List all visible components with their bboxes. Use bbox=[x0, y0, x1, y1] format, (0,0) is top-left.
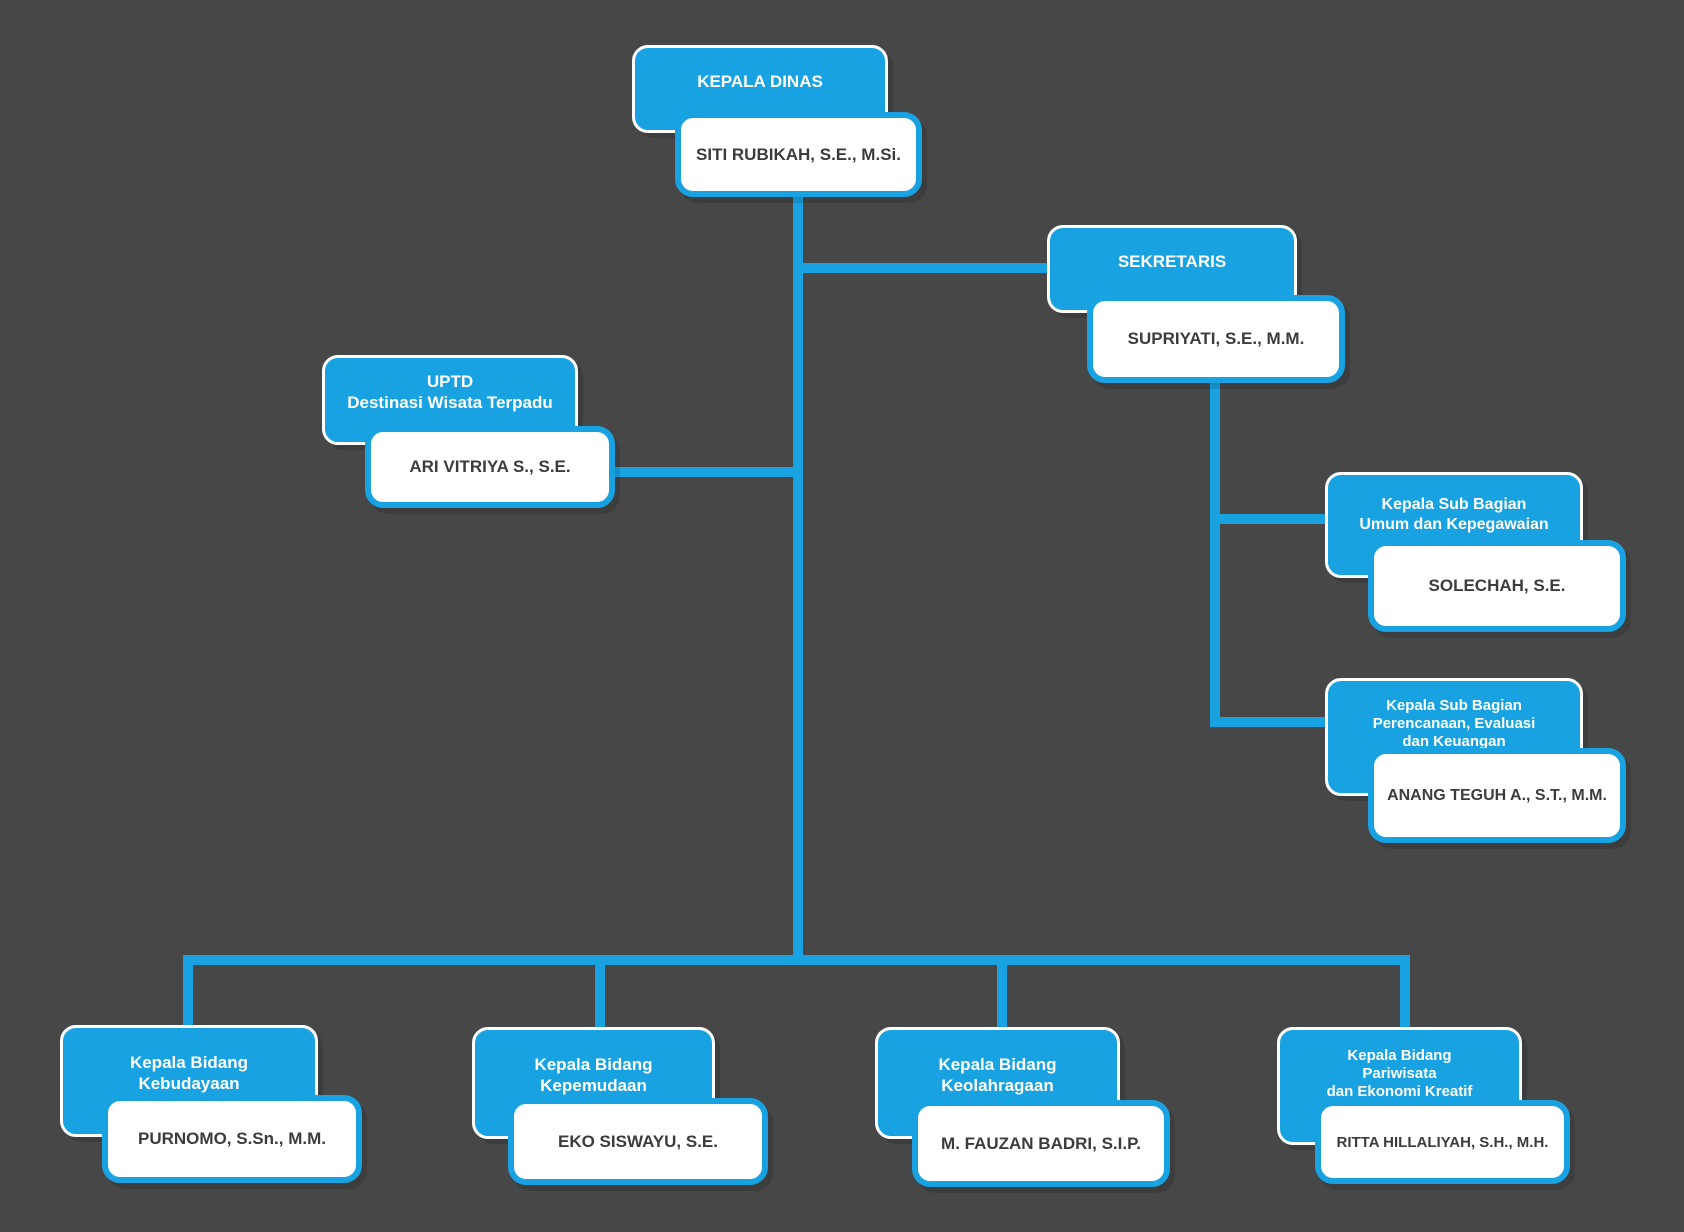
name-bidang-keolahragaan: M. FAUZAN BADRI, S.I.P. bbox=[941, 1133, 1141, 1153]
connector-bottom-bar bbox=[183, 955, 1410, 965]
title-bidang-kebudayaan: Kepala Bidang Kebudayaan bbox=[129, 1053, 249, 1093]
title-uptd: UPTD Destinasi Wisata Terpadu bbox=[347, 372, 553, 412]
connector-to-perencanaan bbox=[1215, 717, 1325, 727]
name-box-sub-bagian-umum: SOLECHAH, S.E. bbox=[1368, 540, 1626, 632]
name-sub-bagian-umum: SOLECHAH, S.E. bbox=[1428, 576, 1566, 595]
connector-to-sekretaris bbox=[798, 263, 1047, 273]
name-bidang-pariwisata: RITTA HILLALIYAH, S.H., M.H. bbox=[1336, 1133, 1549, 1151]
name-box-bidang-keolahragaan: M. FAUZAN BADRI, S.I.P. bbox=[912, 1100, 1170, 1187]
name-box-bidang-pariwisata: RITTA HILLALIYAH, S.H., M.H. bbox=[1315, 1100, 1570, 1184]
connector-drop-kepemudaan bbox=[595, 960, 605, 1032]
name-bidang-kebudayaan: PURNOMO, S.Sn., M.M. bbox=[138, 1129, 326, 1148]
title-bidang-keolahragaan: Kepala Bidang Keolahragaan bbox=[938, 1055, 1057, 1095]
name-sub-bagian-perencanaan: ANANG TEGUH A., S.T., M.M. bbox=[1387, 786, 1607, 804]
title-box-sekretaris: SEKRETARIS bbox=[1047, 225, 1297, 313]
connector-drop-keolahragaan bbox=[997, 960, 1007, 1032]
name-box-bidang-kepemudaan: EKO SISWAYU, S.E. bbox=[508, 1098, 768, 1185]
title-sub-bagian-perencanaan: Kepala Sub Bagian Perencanaan, Evaluasi … bbox=[1372, 696, 1536, 751]
name-box-sub-bagian-perencanaan: ANANG TEGUH A., S.T., M.M. bbox=[1368, 748, 1626, 843]
name-kepala-dinas: SITI RUBIKAH, S.E., M.Si. bbox=[696, 144, 901, 164]
title-sekretaris: SEKRETARIS bbox=[1117, 251, 1227, 271]
connector-to-uptd bbox=[610, 467, 798, 477]
connector-to-umum bbox=[1215, 514, 1325, 524]
title-bidang-kepemudaan: Kepala Bidang Kepemudaan bbox=[534, 1055, 653, 1095]
connector-drop-pariwisata bbox=[1400, 960, 1410, 1032]
name-sekretaris: SUPRIYATI, S.E., M.M. bbox=[1127, 329, 1305, 348]
name-box-sekretaris: SUPRIYATI, S.E., M.M. bbox=[1087, 295, 1345, 383]
name-uptd: ARI VITRIYA S., S.E. bbox=[409, 457, 571, 476]
name-box-kepala-dinas: SITI RUBIKAH, S.E., M.Si. bbox=[675, 112, 922, 197]
name-box-uptd: ARI VITRIYA S., S.E. bbox=[365, 426, 615, 508]
title-sub-bagian-umum: Kepala Sub Bagian Umum dan Kepegawaian bbox=[1359, 496, 1549, 533]
name-box-bidang-kebudayaan: PURNOMO, S.Sn., M.M. bbox=[102, 1095, 362, 1183]
title-kepala-dinas: KEPALA DINAS bbox=[697, 71, 823, 91]
name-bidang-kepemudaan: EKO SISWAYU, S.E. bbox=[558, 1131, 718, 1151]
connector-sekretaris-trunk bbox=[1210, 383, 1220, 727]
connector-main-trunk bbox=[793, 195, 803, 965]
title-bidang-pariwisata: Kepala Bidang Pariwisata dan Ekonomi Kre… bbox=[1326, 1046, 1473, 1101]
connector-drop-kebudayaan bbox=[183, 960, 193, 1030]
